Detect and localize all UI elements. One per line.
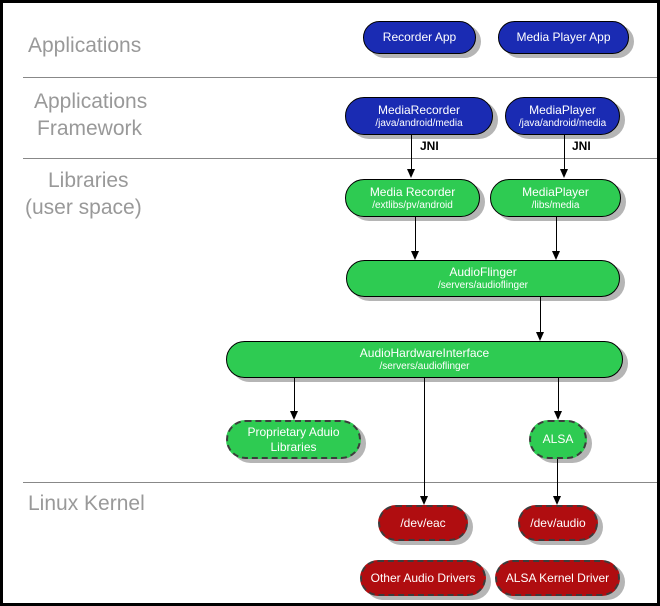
divider-applications — [23, 77, 657, 78]
node-label: /dev/eac — [400, 515, 446, 530]
node-label: Media Player App — [516, 30, 611, 44]
node-label: /dev/audio — [530, 515, 586, 530]
arrow-playerlib-audioflinger-line — [556, 217, 557, 252]
divider-framework — [23, 158, 657, 159]
arrow-ahi-deveac-head — [420, 496, 428, 505]
node-other-audio-drivers: Other Audio Drivers — [360, 560, 486, 596]
arrow-ahi-proprietary-head — [290, 411, 298, 420]
node-alsa: ALSA — [529, 420, 587, 459]
node-path: /servers/audioflinger — [379, 361, 470, 372]
arrow-audioflinger-ahi-head — [536, 332, 544, 341]
node-dev-eac: /dev/eac — [378, 505, 468, 541]
arrow-recorderlib-audioflinger-head — [411, 251, 419, 260]
section-label-framework-line1: Applications — [34, 90, 148, 113]
node-label: Recorder App — [382, 30, 457, 44]
node-label: ALSA Kernel Driver — [505, 570, 610, 585]
arrow-mediarecorder-jni-line — [411, 134, 412, 170]
node-label-line1: Proprietary Aduio — [247, 424, 340, 439]
node-path: /extlibs/pv/android — [372, 199, 453, 211]
arrow-ahi-alsa-head — [554, 411, 562, 420]
arrow-ahi-proprietary-line — [294, 378, 295, 412]
arrow-mediaplayer-jni-line — [564, 134, 565, 170]
node-dev-audio: /dev/audio — [518, 505, 598, 541]
jni-label-right: JNI — [572, 139, 591, 153]
section-label-framework-line2: Framework — [37, 117, 143, 140]
node-path: /servers/audioflinger — [437, 280, 529, 291]
node-label: MediaPlayer — [529, 102, 596, 117]
node-label: Media Recorder — [369, 184, 456, 199]
node-audiohardwareinterface: AudioHardwareInterface /servers/audiofli… — [226, 341, 623, 378]
section-label-libraries-line2: (user space) — [25, 196, 142, 219]
node-label: ALSA — [542, 432, 574, 446]
section-label-applications: Applications — [28, 34, 142, 57]
node-mediarecorder-framework: MediaRecorder /java/android/media — [345, 97, 493, 135]
arrow-playerlib-audioflinger-head — [552, 251, 560, 260]
divider-kernel — [23, 482, 657, 483]
node-label: MediaRecorder — [377, 102, 461, 117]
node-label-line2: Libraries — [270, 439, 317, 454]
arrow-recorderlib-audioflinger-line — [415, 217, 416, 252]
node-mediaplayer-framework: MediaPlayer /java/android/media — [505, 97, 620, 135]
node-path: /java/android/media — [375, 117, 463, 129]
arrow-ahi-deveac-line — [424, 378, 425, 497]
node-audioflinger: AudioFlinger /servers/audioflinger — [346, 260, 620, 297]
node-alsa-kernel-driver: ALSA Kernel Driver — [495, 560, 620, 596]
node-label: Other Audio Drivers — [370, 570, 476, 585]
arrow-alsa-devaudio-line — [557, 459, 558, 497]
node-media-player-app: Media Player App — [498, 21, 629, 54]
arrow-mediarecorder-jni-head — [407, 169, 415, 178]
node-mediaplayer-lib: MediaPlayer /libs/media — [490, 179, 621, 217]
node-label: AudioFlinger — [449, 265, 517, 279]
section-label-libraries-line1: Libraries — [48, 169, 129, 192]
node-recorder-app: Recorder App — [363, 21, 476, 54]
node-media-recorder-lib: Media Recorder /extlibs/pv/android — [345, 179, 480, 217]
arrow-ahi-alsa-line — [558, 378, 559, 412]
jni-label-left: JNI — [420, 139, 439, 153]
arrow-mediaplayer-jni-head — [560, 169, 568, 178]
node-proprietary-audio-libraries: Proprietary Aduio Libraries — [226, 420, 361, 459]
node-label: MediaPlayer — [522, 184, 589, 199]
node-label: AudioHardwareInterface — [359, 346, 490, 360]
node-path: /libs/media — [531, 199, 580, 211]
node-path: /java/android/media — [518, 117, 607, 129]
section-label-linux-kernel: Linux Kernel — [28, 492, 145, 515]
arrow-audioflinger-ahi-line — [540, 297, 541, 333]
arrow-alsa-devaudio-head — [553, 496, 561, 505]
